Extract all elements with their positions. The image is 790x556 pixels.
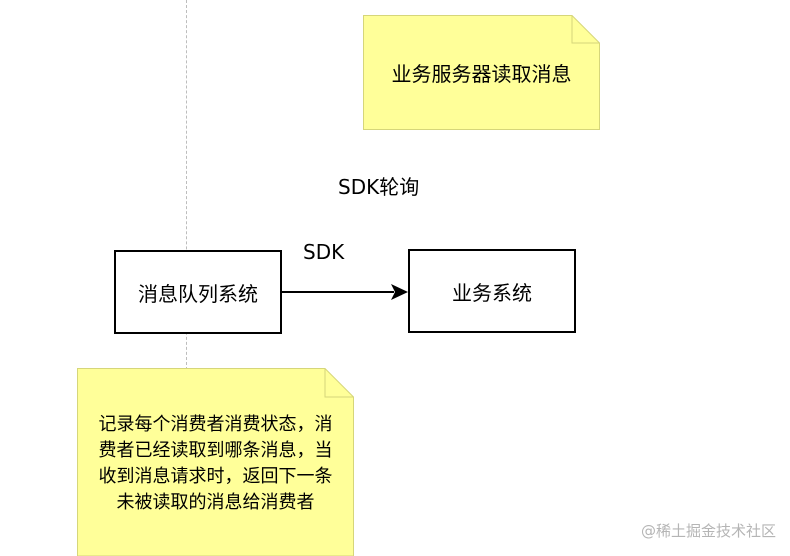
watermark: @稀土掘金技术社区 — [640, 522, 776, 540]
sdk-label: SDK — [303, 240, 345, 264]
message-queue-label: 消息队列系统 — [138, 281, 258, 306]
sdk-poll-label: SDK轮询 — [338, 175, 420, 199]
business-system-label: 业务系统 — [452, 280, 532, 305]
note-bottom-line: 收到消息请求时，返回下一条 — [98, 466, 333, 487]
note-bottom-line: 记录每个消费者消费状态，消 — [98, 414, 333, 435]
business-system-box: 业务系统 — [408, 249, 576, 333]
lifeline-dashed — [186, 0, 187, 370]
message-queue-box: 消息队列系统 — [114, 250, 282, 334]
note-top-text: 业务服务器读取消息 — [391, 62, 572, 86]
note-bottom-line: 未被读取的消息给消费者 — [116, 492, 315, 513]
note-top: 业务服务器读取消息 — [363, 15, 600, 130]
arrow-to-business — [282, 284, 408, 300]
note-top-shape — [363, 15, 600, 130]
note-bottom-shape — [77, 368, 354, 556]
note-bottom-text: 记录每个消费者消费状态，消 费者已经读取到哪条消息，当 收到消息请求时，返回下一… — [77, 368, 354, 556]
note-bottom: 记录每个消费者消费状态，消 费者已经读取到哪条消息，当 收到消息请求时，返回下一… — [77, 368, 354, 556]
note-bottom-line: 费者已经读取到哪条消息，当 — [98, 440, 333, 461]
